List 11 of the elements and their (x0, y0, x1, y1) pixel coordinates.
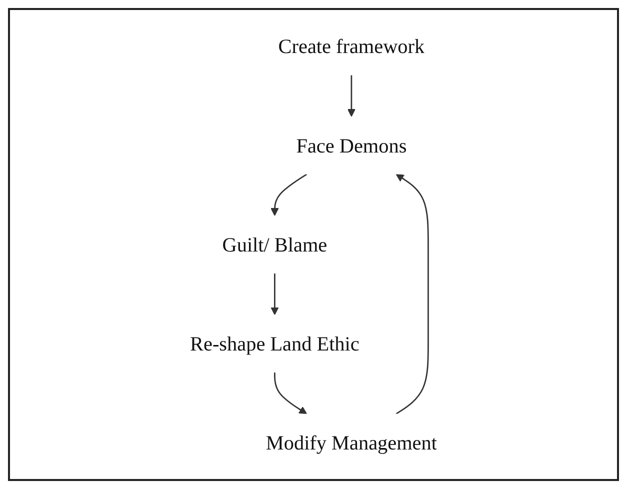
arrow (396, 174, 429, 414)
node-text: Modify Management (266, 431, 437, 454)
node-text: Face Demons (296, 134, 407, 157)
node-text: Re-shape Land Ethic (190, 332, 360, 356)
node-text: Guilt/ Blame (222, 233, 328, 256)
arrow (270, 273, 279, 316)
arrow (274, 372, 308, 414)
arrow (270, 174, 308, 216)
arrow (347, 75, 356, 117)
node-text: Create framework (278, 34, 425, 58)
cycle-diagram: Create framework Face Demons Guilt/ Blame Re-shape Land Ethic Modify Management (10, 10, 617, 479)
